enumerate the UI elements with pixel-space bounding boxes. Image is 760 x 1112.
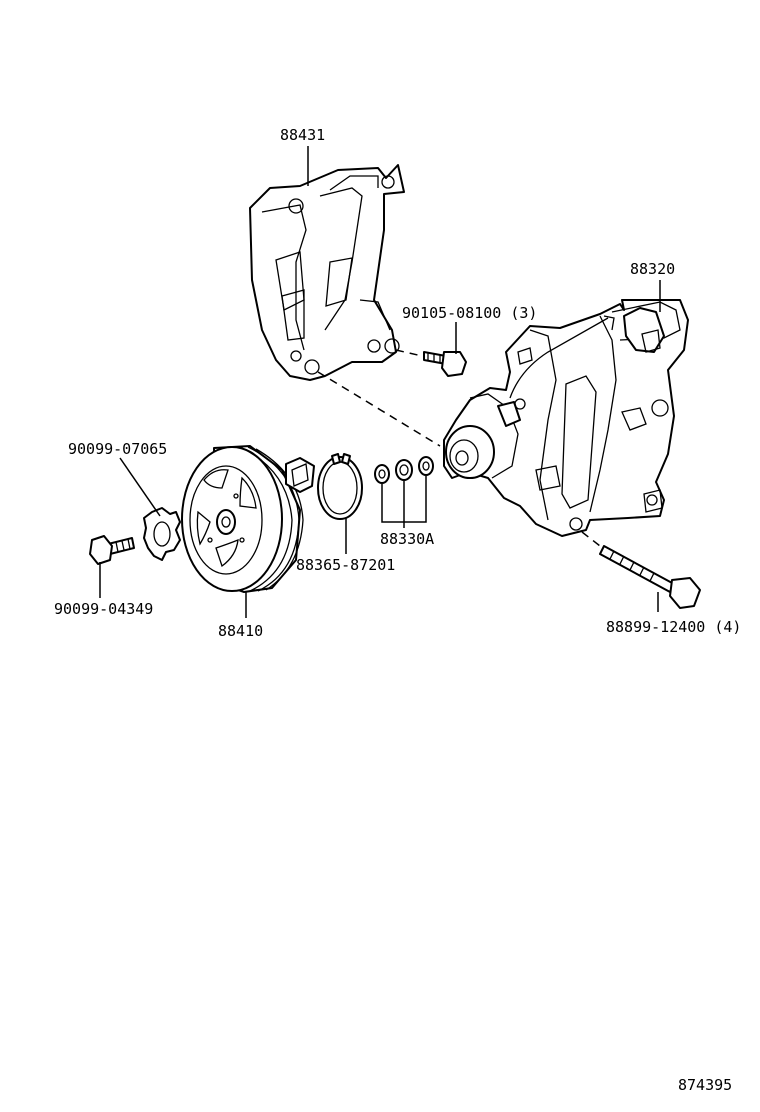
label-90099-04349: 90099-04349 [54, 600, 153, 618]
snap-ring[interactable] [317, 453, 363, 520]
compressor-bracket[interactable] [249, 164, 405, 381]
leader-90099-07065 [119, 457, 161, 517]
label-88899-12400: 88899-12400 (4) [606, 618, 741, 636]
figure-number: 874395 [678, 1076, 732, 1094]
label-88320: 88320 [630, 260, 675, 278]
mount-bolt-guide [581, 531, 601, 547]
clutch-shims[interactable] [374, 456, 434, 484]
pulley-washer[interactable] [143, 507, 181, 561]
pulley-bolt[interactable] [89, 535, 135, 565]
label-88410: 88410 [218, 622, 263, 640]
magnet-clutch-pulley[interactable] [181, 445, 304, 593]
label-88330A: 88330A [380, 530, 434, 548]
ac-compressor[interactable] [443, 299, 689, 537]
bracket-bolt-guide [395, 349, 423, 357]
label-88431: 88431 [280, 126, 325, 144]
label-90099-07065: 90099-07065 [68, 440, 167, 458]
label-90105-08100: 90105-08100 (3) [402, 304, 537, 322]
bracket-bolt[interactable] [423, 351, 467, 377]
clutch-connector[interactable] [285, 457, 315, 493]
label-88365-87201: 88365-87201 [296, 556, 395, 574]
assembly-guide-line [317, 371, 441, 447]
compressor-mount-bolt[interactable] [599, 545, 701, 609]
leader-88330A [381, 476, 427, 523]
